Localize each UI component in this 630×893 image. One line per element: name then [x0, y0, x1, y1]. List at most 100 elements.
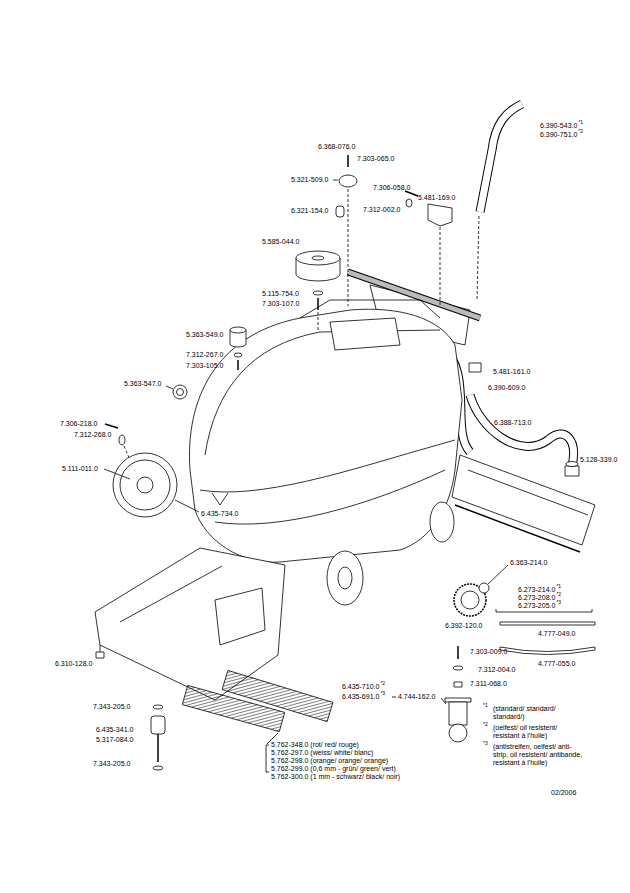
leader-line: [104, 469, 130, 479]
part-number: 6.273-205.0: [518, 602, 555, 610]
machine-body: [189, 309, 462, 562]
part-number: 6.388-713.0: [494, 419, 531, 427]
footnote-marker: *1: [578, 120, 583, 126]
part-number: 5.317-084.0: [96, 736, 133, 744]
squeegee-detail: [468, 470, 588, 515]
wheel-hub: [137, 477, 153, 493]
part-number: 6.435-734.0: [201, 510, 238, 518]
washer: [453, 666, 463, 670]
caster-fork: [449, 702, 467, 725]
footnote-marker: *2: [556, 592, 561, 598]
part-number: 5.481-161.0: [493, 368, 530, 376]
leader-line: [440, 227, 441, 305]
part-number: 6.435-341.0: [96, 726, 133, 734]
part-number: 6.310-128.0: [55, 660, 92, 668]
wheel-hub: [338, 567, 352, 589]
wheel-rim: [120, 460, 170, 510]
footnote-marker: *1: [556, 584, 561, 590]
footnote-marker: *2: [578, 129, 583, 135]
footnote-text: (oelfest/ oil resistent/ resistant à l'h…: [493, 724, 575, 740]
part-number: 7.311-068.0: [470, 680, 507, 688]
part-number: 6.390-543.0: [540, 122, 577, 130]
drive-wheel: [327, 551, 363, 605]
brush-variant: 5.762-299.0 (0,6 mm - grün/ green/ vert): [271, 765, 396, 773]
leader-line: [392, 697, 396, 698]
bracket: [496, 609, 592, 612]
clip-line: [100, 645, 101, 652]
ring: [173, 385, 187, 399]
part-number: 7.303-107.0: [262, 300, 299, 308]
part-number: 6.321-154.0: [291, 207, 328, 215]
cap-top: [230, 327, 246, 333]
nut: [454, 682, 462, 687]
body-contour: [215, 470, 445, 524]
part-number: 7.312-268.0: [74, 431, 111, 439]
part-number: 6.435-691.0: [342, 693, 379, 701]
part-number: 7.312-002.0: [363, 206, 400, 214]
washer: [119, 435, 125, 445]
part-number: 6.363-214.0: [510, 559, 547, 567]
part-number: 5.111-011.0: [62, 465, 98, 473]
logo: [212, 493, 228, 505]
part-number: 5.481-169.0: [418, 194, 455, 202]
suction-hose: [480, 104, 522, 212]
footnote-marker: *2: [483, 722, 488, 728]
leader-line: [488, 565, 508, 584]
washer: [406, 199, 412, 207]
knob: [339, 175, 357, 187]
wheel-cap: [479, 583, 489, 593]
bracket: [266, 745, 269, 772]
part-number: 7.343-205.0: [93, 760, 130, 768]
hood-panel: [330, 318, 400, 350]
screw: [405, 191, 418, 196]
part-number: 7.303-009.0: [470, 648, 507, 656]
squeegee-blade: [455, 505, 580, 552]
deck-cover: [215, 588, 265, 645]
part-number: 5.115-754.0: [262, 290, 299, 298]
part-number: 6.273-214.0: [518, 586, 555, 594]
clamp: [428, 204, 452, 226]
part-number: 5.585-044.0: [262, 238, 299, 246]
drive-wheel: [430, 502, 454, 542]
washer: [153, 766, 163, 770]
part-number: 5.128-339.0: [580, 456, 617, 464]
filter-hole: [312, 256, 324, 260]
brush-variant: 5.762-297.0 (weiss/ white/ blanc): [271, 749, 373, 757]
footnote-marker: *2: [380, 681, 385, 687]
leader-line: [348, 189, 349, 306]
body-contour: [200, 440, 455, 492]
part-number: 7.303-105.0: [186, 362, 223, 370]
hose: [470, 395, 573, 466]
leader-line: [175, 500, 199, 512]
brush-variant: 5.762-348.0 (rot/ red/ rouge): [271, 741, 359, 749]
brush-deck: [95, 548, 285, 700]
part-number: 6.435-710.0: [342, 683, 379, 691]
part-number: 4.777-049.0: [538, 630, 575, 638]
curved-blade-strip: [500, 647, 595, 655]
filter-top: [296, 251, 340, 265]
axle: [157, 734, 159, 762]
part-number: 7.303-065.0: [357, 155, 394, 163]
brush-roller: [182, 685, 284, 731]
leader-line: [166, 386, 173, 389]
ring-inner: [177, 389, 184, 396]
hood-rim: [300, 300, 440, 318]
caster-plate: [445, 698, 471, 702]
screw: [237, 360, 239, 370]
footnote-text: (antistreifen, oelfest/ anti-strip, oil …: [493, 743, 585, 767]
screw: [347, 155, 349, 167]
washer: [234, 353, 242, 357]
part-number: 6.390-609.0: [488, 384, 525, 392]
caster-wheel: [449, 724, 467, 742]
footnote-marker: *1: [483, 703, 488, 709]
footnote-text: (standard/ standard/ standard/): [493, 705, 571, 721]
part-number: 7.343-205.0: [93, 703, 130, 711]
wheel: [113, 453, 177, 517]
leader-line: [333, 180, 338, 181]
part-number: 5.321-509.0: [291, 176, 328, 184]
clip: [96, 652, 104, 658]
washer: [153, 705, 163, 709]
part-number: 7.306-218.0: [60, 420, 97, 428]
leader-line: [318, 312, 319, 330]
